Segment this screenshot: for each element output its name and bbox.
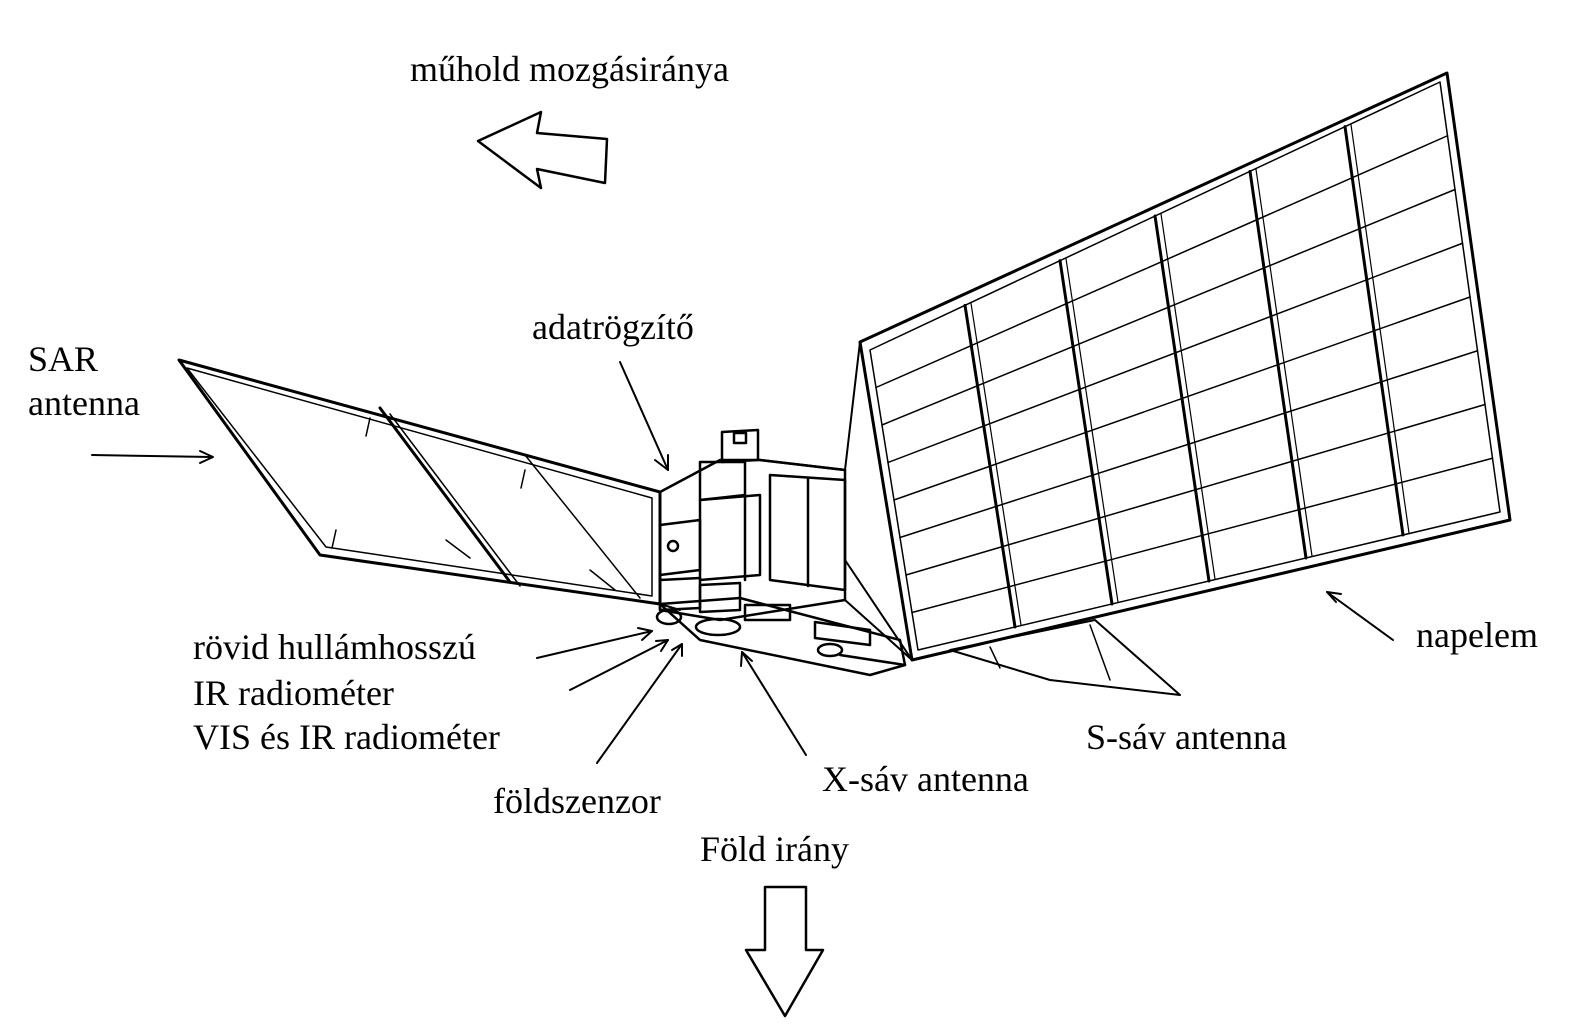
solar-cell-divider xyxy=(911,457,1494,614)
satellite-bus xyxy=(655,428,907,677)
solar-cell-divider xyxy=(881,188,1456,426)
leader-lines xyxy=(91,361,1394,764)
solar-cell-divider xyxy=(893,296,1471,501)
earth-direction-arrow xyxy=(744,885,825,1018)
solar-cell-divider xyxy=(899,350,1479,539)
shortwave-ir-label-line2: IR radiométer xyxy=(193,673,394,713)
sar-antenna xyxy=(177,358,681,611)
data-recorder-label: adatrögzítő xyxy=(532,307,694,347)
vis-ir-radiometer-label: VIS és IR radiométer xyxy=(193,717,500,757)
earth-sensor-label: földszenzor xyxy=(493,781,661,821)
solar-cell-divider xyxy=(887,242,1464,464)
sar-label-line2: antenna xyxy=(28,383,140,423)
earth-direction-label: Föld irány xyxy=(700,829,849,869)
motion-direction-label: műhold mozgásiránya xyxy=(410,49,729,89)
xband-antenna-label: X-sáv antenna xyxy=(822,759,1029,799)
shortwave-ir-label-line1: rövid hullámhosszú xyxy=(193,627,476,667)
solar-cell-divider xyxy=(875,135,1449,389)
solar-panel-label: napelem xyxy=(1416,615,1538,655)
motion-arrow xyxy=(476,110,609,190)
sar-label-line1: SAR xyxy=(28,339,99,379)
solar-cell-grid xyxy=(875,124,1494,629)
solar-panel xyxy=(844,71,1512,696)
sband-antenna-label: S-sáv antenna xyxy=(1086,717,1287,757)
solar-cell-divider xyxy=(905,403,1486,576)
